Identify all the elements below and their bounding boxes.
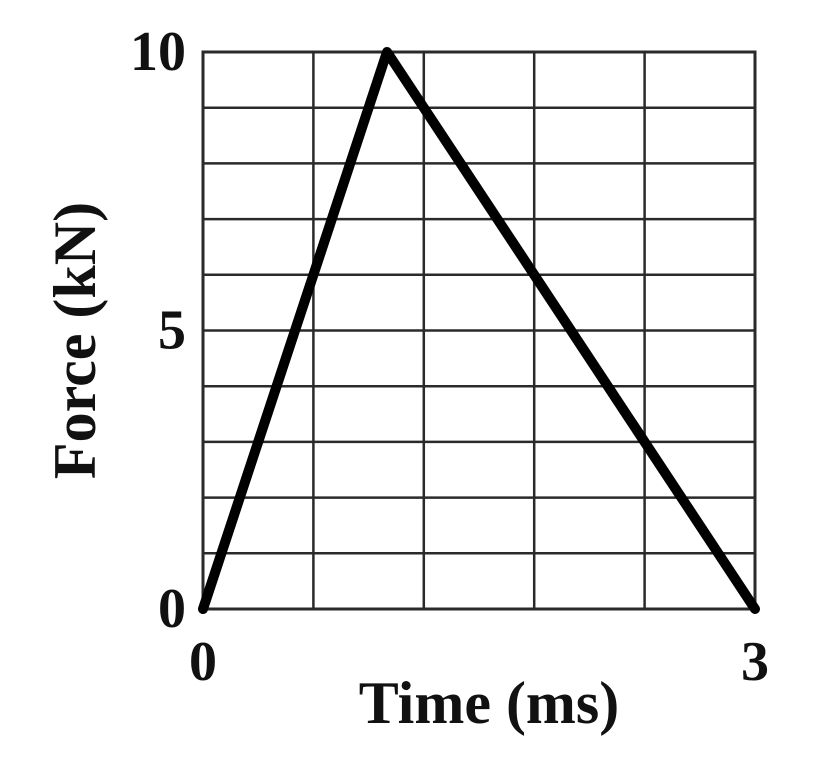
- x-tick-label-3: 3: [741, 631, 769, 693]
- series: [198, 47, 760, 614]
- x-axis-label: Time (ms): [359, 670, 620, 736]
- plot-frame: [201, 50, 757, 611]
- x-tick-label-0: 0: [189, 631, 217, 693]
- y-axis-label: Force (kN): [42, 202, 108, 479]
- y-tick-label-5: 5: [158, 300, 186, 362]
- force-series-line: [198, 47, 760, 614]
- y-tick-label-0: 0: [158, 578, 186, 640]
- y-tick-label-10: 10: [130, 21, 186, 83]
- grid: [201, 50, 757, 611]
